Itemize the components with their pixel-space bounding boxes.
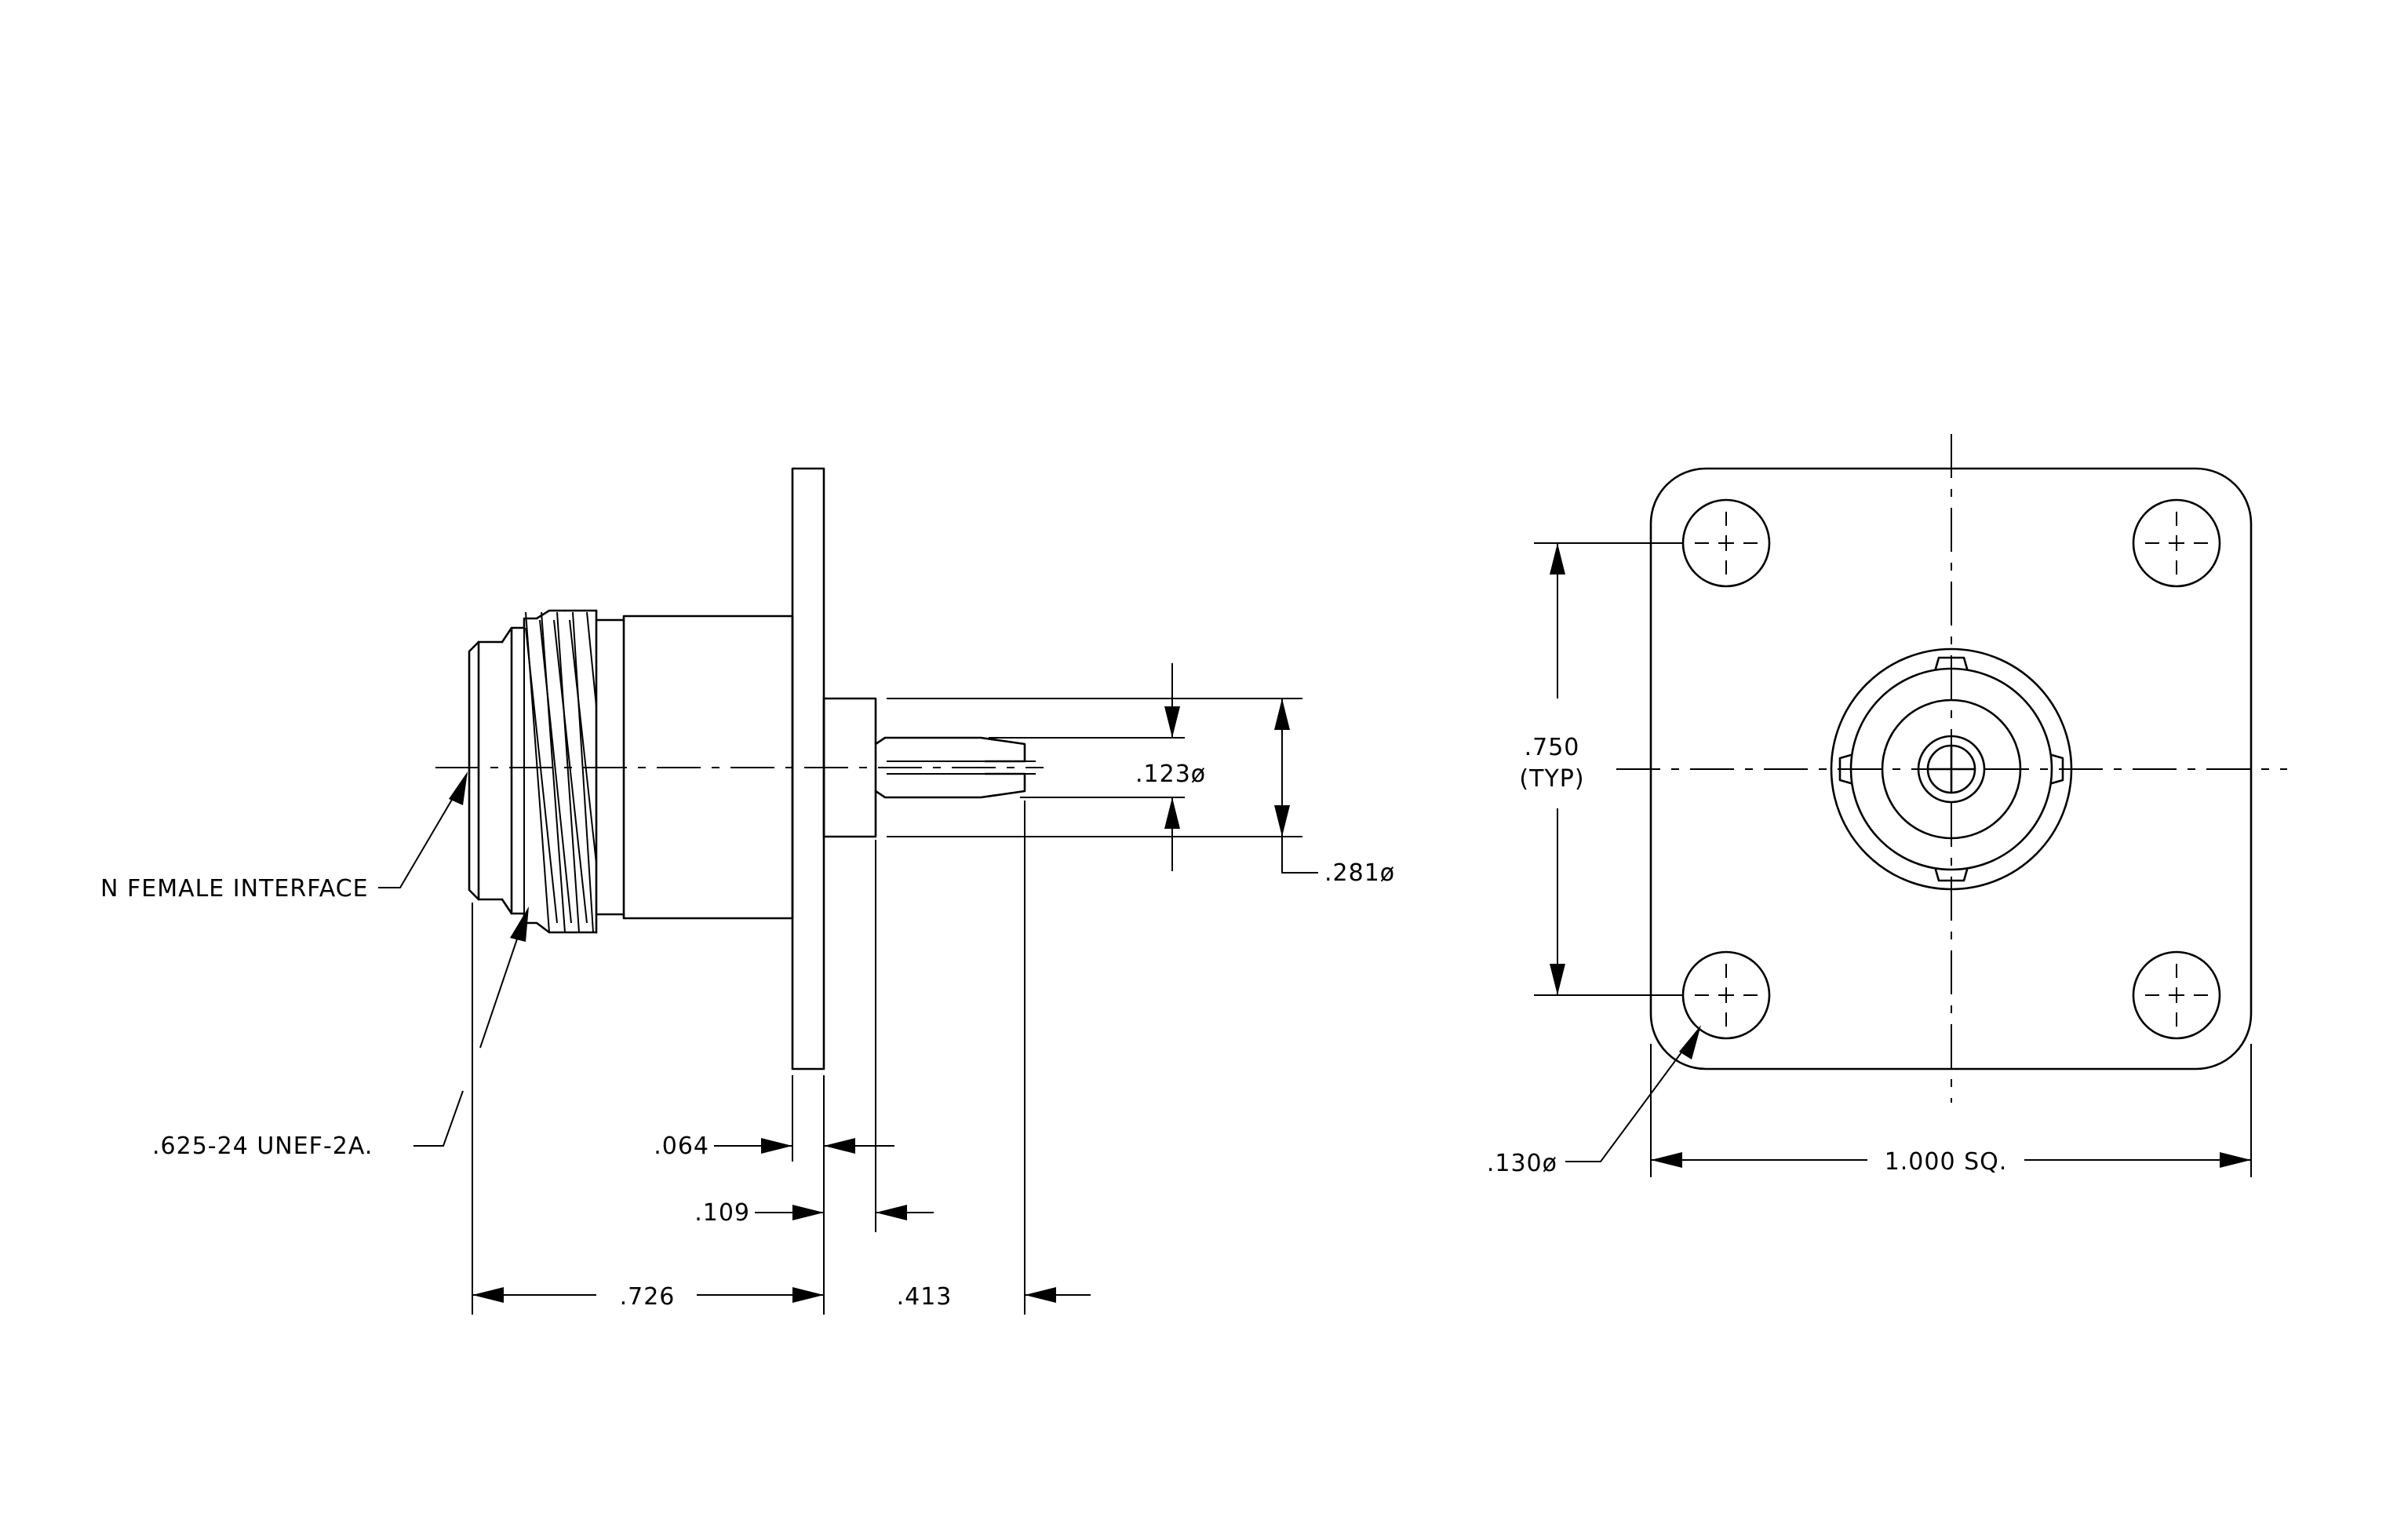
key-bottom (1934, 868, 1969, 882)
connector-face (1830, 647, 2073, 891)
dim-flange-thickness: .064 (654, 1133, 709, 1160)
front-lip (468, 640, 480, 901)
thread-label: .625-24 UNEF-2A. (152, 1133, 373, 1160)
hole-leader (1565, 1034, 1696, 1162)
hole-bottom-right (2132, 950, 2221, 1040)
key-left (1838, 753, 1852, 785)
dim-hole-spacing: .750 (1525, 734, 1580, 761)
interface-label: N FEMALE INTERFACE (100, 875, 369, 903)
thread-leader (479, 917, 525, 1049)
hole-top-right (2132, 498, 2221, 588)
rear-shoulder (822, 697, 877, 838)
dim-hole-dia: .130ø (1487, 1150, 1557, 1177)
dim-body-length: .726 (620, 1283, 676, 1311)
dim-pin-dia: .123ø (1135, 760, 1206, 788)
side-view: .123ø .281ø N FEMALE INTERFACE .625-24 U… (100, 467, 1395, 1315)
flange-side (791, 467, 825, 1071)
thread-lines (525, 611, 597, 933)
dim-flange-size: 1.000 SQ. (1885, 1148, 2008, 1176)
front-view: .750 (TYP) .130ø 1.000 SQ. (1487, 434, 2287, 1177)
dim-pin-step: .109 (694, 1199, 750, 1227)
dim-hole-spacing-note: (TYP) (1519, 765, 1584, 793)
key-right (2050, 753, 2064, 785)
dim-pin-length: .413 (897, 1283, 953, 1311)
thread-section (510, 609, 598, 934)
key-top (1934, 656, 1969, 670)
interface-leader (378, 780, 464, 888)
contact-pin (874, 736, 1036, 799)
dim-shoulder-dia: .281ø (1324, 859, 1395, 887)
